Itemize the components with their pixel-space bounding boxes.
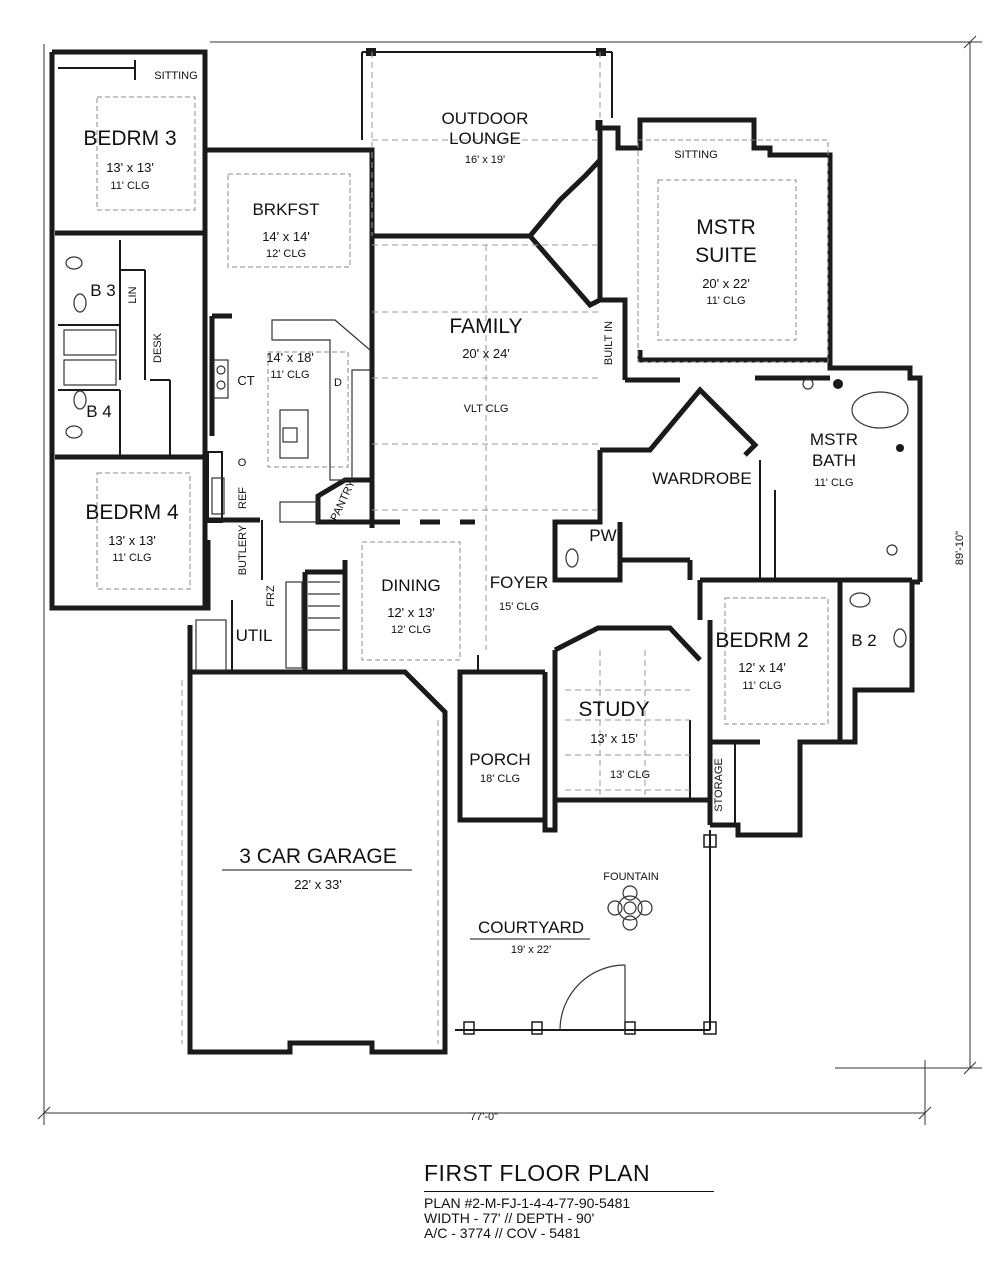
o-label: O: [238, 457, 247, 469]
fixtures: [63, 256, 909, 1044]
bedrm4-size: 13' x 13': [108, 533, 156, 548]
d-label: D: [334, 377, 342, 389]
sitting-left-label: SITTING: [154, 70, 197, 82]
bedrm3-size: 13' x 13': [106, 160, 154, 175]
b2-label: B 2: [851, 631, 877, 650]
desk-label: DESK: [152, 332, 164, 363]
mstr-bath-label-1: MSTR: [810, 430, 858, 449]
exterior-walls: [49, 48, 923, 1055]
bedrm4-label: BEDRM 4: [85, 501, 179, 524]
dining-size: 12' x 13': [387, 605, 435, 620]
title-underline: [424, 1191, 714, 1192]
garage-size: 22' x 33': [294, 877, 342, 892]
bedrm2-ceiling: 11' CLG: [742, 680, 781, 692]
kitchen-size: 14' x 18': [266, 350, 314, 365]
porch-label: PORCH: [469, 750, 530, 769]
mstr-bath-label-2: BATH: [812, 451, 856, 470]
util-label: UTIL: [236, 626, 273, 645]
plan-title: FIRST FLOOR PLAN: [424, 1160, 651, 1186]
porch-ceiling: 18' CLG: [480, 773, 520, 785]
ct-label: CT: [237, 373, 254, 388]
courtyard-label: COURTYARD: [478, 918, 584, 937]
bedrm3-ceiling: 11' CLG: [110, 180, 149, 192]
plan-ac-cov: A/C - 3774 // COV - 5481: [424, 1225, 581, 1241]
brkfst-ceiling: 12' CLG: [266, 248, 306, 260]
wardrobe-label: WARDROBE: [652, 469, 752, 488]
dining-ceiling: 12' CLG: [391, 624, 431, 636]
family-size: 20' x 24': [462, 346, 510, 361]
b3-label: B 3: [90, 281, 116, 300]
family-grid: [371, 52, 690, 795]
foyer-label: FOYER: [490, 573, 549, 592]
plan-number: PLAN #2-M-FJ-1-4-4-77-90-5481: [424, 1195, 631, 1211]
room-labels: SITTING BEDRM 3 13' x 13' 11' CLG BRKFST…: [83, 70, 876, 956]
butlery-label: BUTLERY: [237, 524, 249, 575]
title-block: FIRST FLOOR PLAN PLAN #2-M-FJ-1-4-4-77-9…: [424, 1160, 844, 1241]
fountain-label: FOUNTAIN: [603, 871, 658, 883]
ceiling-outlines: [96, 96, 829, 725]
built-in-label: BUILT IN: [603, 321, 615, 365]
b4-label: B 4: [86, 402, 112, 421]
sitting-right-label: SITTING: [674, 149, 717, 161]
dimension-lines: [37, 35, 982, 1125]
foyer-ceiling: 15' CLG: [499, 601, 539, 613]
mstr-suite-ceiling: 11' CLG: [706, 295, 745, 307]
mstr-suite-size: 20' x 22': [702, 276, 750, 291]
study-size: 13' x 15': [590, 731, 638, 746]
overall-width-dimension: 77'-0": [470, 1111, 498, 1123]
plan-width-depth: WIDTH - 77' // DEPTH - 90': [424, 1210, 595, 1226]
bedrm3-label: BEDRM 3: [83, 127, 176, 150]
bedrm4-ceiling: 11' CLG: [112, 552, 151, 564]
outdoor-lounge-label-1: OUTDOOR: [442, 109, 529, 128]
study-ceiling: 13' CLG: [610, 769, 650, 781]
fountain-icon: [607, 885, 653, 931]
family-label: FAMILY: [449, 315, 522, 338]
mstr-suite-label-2: SUITE: [695, 244, 757, 267]
frz-label: FRZ: [265, 585, 277, 607]
outdoor-lounge-size: 16' x 19': [465, 154, 505, 166]
brkfst-label: BRKFST: [252, 200, 319, 219]
stairs: [308, 581, 340, 631]
brkfst-size: 14' x 14': [262, 229, 310, 244]
mstr-bath-ceiling: 11' CLG: [814, 477, 853, 489]
mstr-suite-label-1: MSTR: [696, 216, 756, 239]
dining-label: DINING: [381, 576, 441, 595]
overall-depth-dimension: 89'-10": [954, 531, 966, 565]
bedrm2-size: 12' x 14': [738, 660, 786, 675]
bedrm2-label: BEDRM 2: [715, 629, 808, 652]
garage-label: 3 CAR GARAGE: [239, 845, 397, 868]
storage-label: STORAGE: [713, 758, 725, 812]
study-label: STUDY: [578, 698, 649, 721]
interior-walls: [55, 60, 912, 825]
family-ceiling: VLT CLG: [464, 403, 509, 415]
lin-label: LIN: [127, 286, 139, 303]
pw-label: PW: [589, 526, 616, 545]
kitchen-ceiling: 11' CLG: [270, 369, 309, 381]
ref-label: REF: [237, 487, 249, 509]
courtyard-size: 19' x 22': [511, 944, 551, 956]
outdoor-lounge-label-2: LOUNGE: [449, 129, 521, 148]
